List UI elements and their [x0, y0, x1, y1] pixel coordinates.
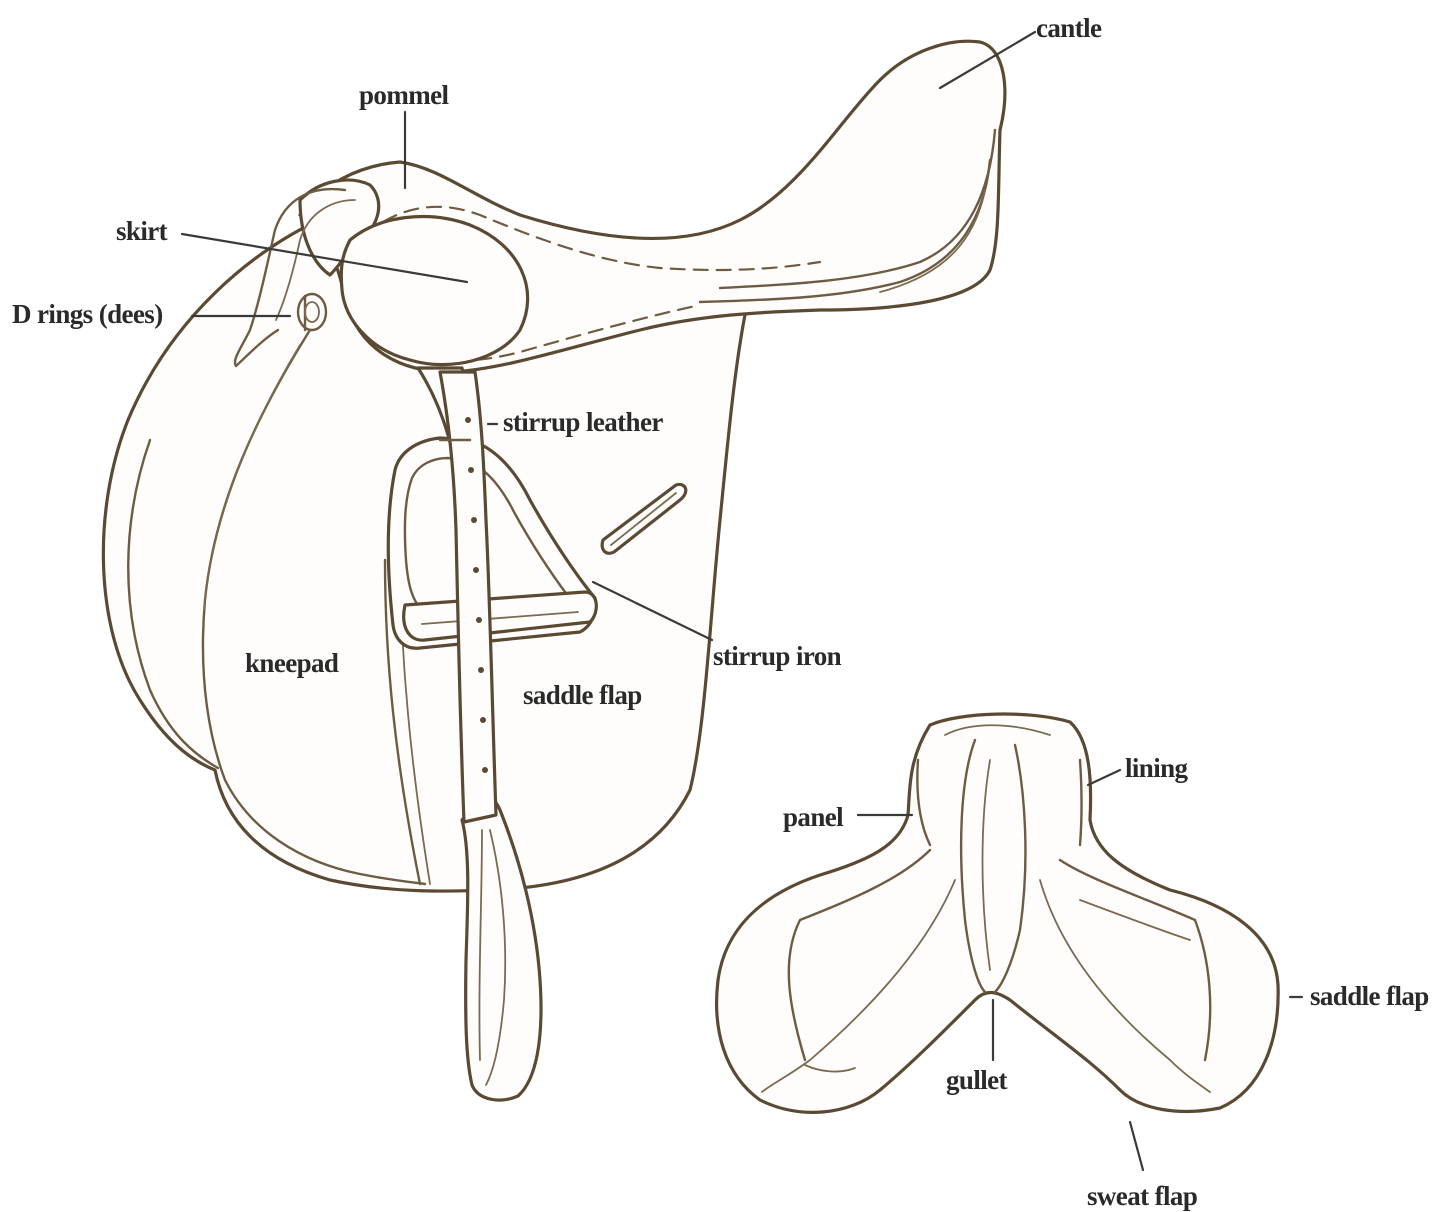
label-stirrup-iron: stirrup iron [713, 641, 842, 671]
label-gullet: gullet [946, 1065, 1008, 1095]
underside-outline [717, 714, 1279, 1112]
label-lining: lining [1125, 753, 1189, 783]
label-skirt: skirt [116, 216, 168, 246]
label-saddle-flap: saddle flap [523, 680, 642, 710]
underside-view-saddle [717, 714, 1279, 1112]
label-panel: panel [783, 802, 844, 832]
label-sweat-flap: sweat flap [1087, 1181, 1197, 1211]
label-cantle: cantle [1036, 13, 1102, 43]
leader-sweat-flap [1130, 1122, 1143, 1170]
label-kneepad: kneepad [245, 648, 339, 678]
label-d-rings: D rings (dees) [12, 299, 163, 329]
leader-lining [1088, 770, 1120, 785]
label-stirrup-leather: stirrup leather [503, 407, 663, 437]
label-pommel: pommel [359, 80, 449, 110]
label-saddle-flap-underside: saddle flap [1310, 981, 1429, 1011]
